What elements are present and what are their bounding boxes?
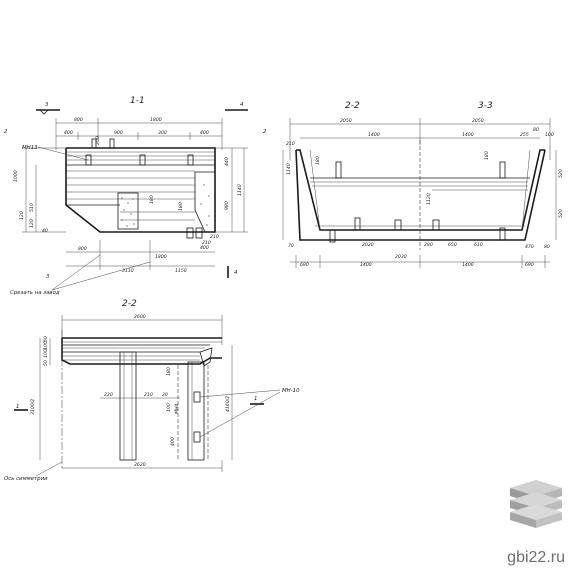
dim-2-2-right-520a: 520: [558, 169, 564, 178]
dim-2-2-inner-610: 610: [474, 242, 483, 248]
dim-2-2-right-470: 470: [525, 244, 534, 250]
dim-2-2-left-1140: 1140: [286, 163, 292, 175]
dim-1-1-top-300: 300: [158, 130, 167, 136]
dim-2-2-inner-180b: 180: [484, 151, 490, 160]
dim-1-1-right-440: 440: [224, 157, 230, 166]
dim-1-1-top-800: 800: [74, 117, 83, 123]
dim-1-1-inner-210a: 210: [210, 234, 219, 240]
section-mark-1-right: 1: [254, 396, 257, 402]
dim-1-1-bottom-400: 400: [200, 245, 209, 251]
hatch-2-2: [309, 149, 531, 231]
dim-2-2-inner-2030: 2030: [395, 254, 407, 260]
dim-1-1-inner-180a: 180: [149, 195, 155, 204]
section-mark-1: 1: [16, 404, 19, 410]
watermark-site-text: gbi22.ru: [507, 549, 565, 566]
dim-1-1-inner-210b: 210: [202, 240, 211, 246]
section-mark-2-right: 2: [263, 129, 267, 135]
section-title-1-1: 1-1: [130, 96, 145, 106]
dim-2-2-top-2050a: 2050: [340, 118, 352, 124]
watermark-logo: [510, 480, 562, 528]
hatch-2-2b: [62, 341, 222, 361]
stipple-1-1: [121, 197, 135, 227]
dim-2-2b-inner-100: 100: [166, 403, 172, 412]
dim-2-2-top-2050b: 2050: [472, 118, 484, 124]
dim-2-2-top-255: 255: [520, 132, 529, 138]
dim-1-1-bottom-800: 800: [78, 246, 87, 252]
view-section-1-1: 1-1 3 4 2 2 800 1800 400 900 300 400: [4, 96, 267, 296]
dim-2-2b-right-400: 400: [170, 437, 176, 446]
dim-1-1-left-1000: 1000: [13, 170, 19, 182]
dim-1-1-top-400a: 400: [64, 130, 73, 136]
dim-1-1-bottom-1800: 1800: [155, 254, 167, 260]
dim-2-2-bottom-1400a: 1400: [360, 262, 372, 268]
view-section-2-2-3-3: 2-2 3-3 2050 2050 1400 1400 255 80 100: [282, 101, 564, 268]
dim-2-2-bottom-690a: 690: [300, 262, 309, 268]
note-axis-of-symmetry: Ось симметрии: [4, 476, 48, 482]
dim-2-2b-inner-20: 20: [162, 392, 168, 398]
section-mark-3-bottom: 3: [46, 274, 50, 280]
dim-2-2b-inner-180: 180: [166, 367, 172, 376]
dim-2-2-inner-180a: 180: [315, 156, 321, 165]
dim-2-2b-inner-220: 220: [104, 392, 113, 398]
dim-2-2-top-1400a: 1400: [368, 132, 380, 138]
note-cut-at-factory: Срезать на завод: [10, 290, 60, 296]
dim-2-2-inner-650: 650: [448, 242, 457, 248]
dim-2-2b-inner-mh4: MH4: [174, 404, 180, 414]
dim-2-2b-left-50a: 50: [43, 360, 49, 366]
dim-2-2-inner-2020: 2020: [362, 242, 374, 248]
dim-1-1-inner-200: 200: [95, 136, 101, 145]
dim-1-1-top-900: 900: [114, 130, 123, 136]
dim-2-2b-bottom-2620: 2620: [134, 462, 146, 468]
dim-2-2-left-70: 70: [288, 243, 294, 249]
dim-1-1-right-1140: 1140: [237, 184, 243, 196]
dim-2-2b-left-100b: 100: [43, 341, 49, 350]
dim-1-1-inner-180b: 180: [178, 202, 184, 211]
dim-1-1-bottom-3110: 3110: [122, 268, 134, 274]
section-mark-4-bottom: 4: [234, 270, 238, 276]
dim-1-1-right-980: 980: [224, 201, 230, 210]
dim-1-1-top-1800: 1800: [150, 117, 162, 123]
dim-1-1-left-120a: 120: [19, 211, 25, 220]
section-mark-3: 3: [45, 102, 49, 108]
dim-2-2-bottom-690b: 690: [525, 262, 534, 268]
dim-1-1-left-40: 40: [42, 228, 48, 234]
dim-1-1-bottom-1150: 1150: [175, 268, 187, 274]
part-label-mn10: МН-10: [282, 388, 300, 394]
dim-2-2-top-1400b: 1400: [462, 132, 474, 138]
dim-2-2b-left-50b: 50: [43, 336, 49, 342]
section-title-2-2-bottom: 2-2: [122, 299, 137, 309]
dim-2-2-inner-1120: 1120: [426, 193, 432, 205]
section-title-2-2-top: 2-2: [345, 101, 360, 111]
dim-1-1-left-510: 510: [29, 203, 35, 212]
dim-2-2b-right-4160-2: 4160/2: [225, 396, 231, 412]
dim-2-2-right-520b: 520: [558, 209, 564, 218]
dim-2-2-top-80: 80: [533, 127, 539, 133]
section-mark-4: 4: [240, 102, 244, 108]
dim-1-1-top-400b: 400: [200, 130, 209, 136]
section-title-3-3: 3-3: [478, 101, 493, 111]
view-section-2-2-bottom: 2-2 2600 Ось симметрии: [4, 299, 300, 482]
dim-2-2-inner-290: 290: [424, 242, 433, 248]
dim-2-2b-left-3100-2: 3100/2: [30, 399, 36, 415]
dim-2-2b-left-100a: 100: [43, 349, 49, 358]
dim-2-2-left-210: 210: [286, 141, 295, 147]
dim-2-2-bottom-1400b: 1400: [462, 262, 474, 268]
section-mark-2-left: 2: [4, 129, 8, 135]
dim-2-2b-inner-210: 210: [144, 392, 153, 398]
dim-2-2-right-80: 80: [544, 244, 550, 250]
dim-2-2b-top-2600: 2600: [134, 314, 146, 320]
dim-1-1-left-120b: 120: [29, 219, 35, 228]
dim-2-2-top-100: 100: [545, 132, 554, 138]
